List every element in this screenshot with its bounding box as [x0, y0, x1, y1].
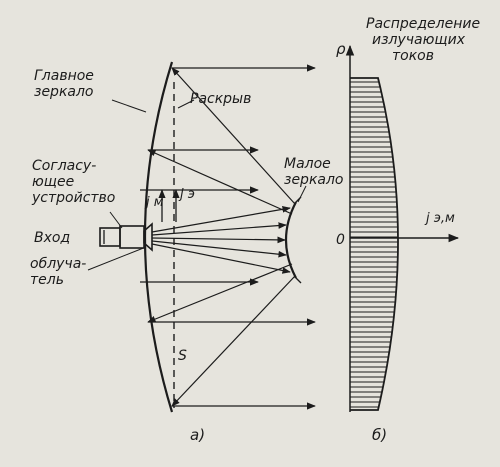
label-small-mirror-1: Малое	[284, 156, 331, 172]
label-distribution-3: токов	[392, 48, 434, 64]
distribution-outline	[350, 77, 399, 411]
matching-device	[119, 225, 145, 249]
label-rho: ρ	[336, 40, 346, 58]
small-mirror-edge-bottom	[295, 277, 302, 284]
label-small-mirror-2: зеркало	[284, 172, 344, 188]
leader-aperture	[177, 99, 195, 109]
label-distribution-1: Распределение	[366, 16, 480, 32]
label-aperture: Раскрыв	[190, 91, 251, 107]
label-matching-3: устройство	[31, 190, 115, 206]
label-input: Вход	[34, 230, 70, 246]
feed-horn	[143, 222, 153, 252]
caption-b: б)	[372, 426, 387, 444]
label-distribution-2: излучающих	[372, 32, 466, 48]
leader-matching	[109, 211, 123, 229]
label-j-e: j э	[178, 187, 195, 202]
small-mirror	[284, 201, 297, 279]
main-mirror	[143, 61, 174, 413]
leader-feed	[87, 246, 147, 271]
label-main-mirror: Главное	[34, 68, 94, 84]
leader-main-mirror	[111, 99, 147, 113]
label-main-mirror-2: зеркало	[34, 84, 94, 100]
reflected-rays	[147, 67, 296, 407]
leader-small-mirror	[297, 185, 307, 203]
output-rays	[140, 64, 316, 410]
label-j-em: j э,м	[424, 211, 455, 226]
label-matching-2: ющее	[32, 174, 74, 190]
current-distribution	[350, 81, 398, 408]
label-zero: 0	[336, 232, 345, 248]
label-j-m: j м	[144, 195, 164, 210]
caption-a: а)	[190, 426, 205, 444]
feed-rays	[151, 205, 291, 274]
label-matching-1: Согласу-	[32, 158, 96, 174]
label-feed-2: тель	[30, 272, 64, 288]
label-feed-1: облуча-	[30, 256, 86, 272]
label-s: S	[178, 348, 187, 364]
input-port	[99, 227, 121, 247]
